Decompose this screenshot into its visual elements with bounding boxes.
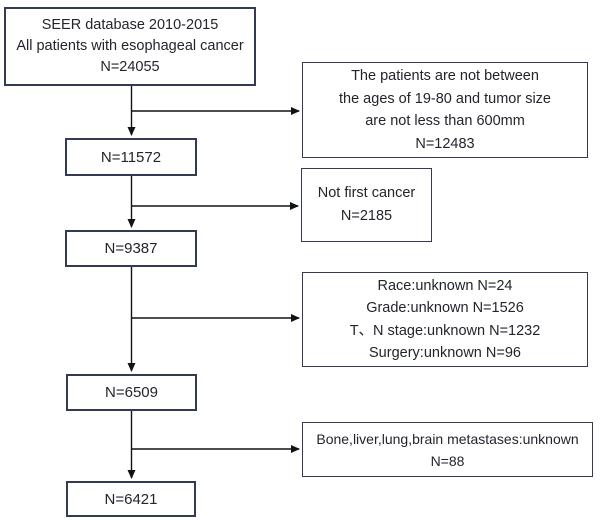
exclusion-box-metastases-unknown: Bone,liver,lung,brain metastases:unknown… — [302, 422, 593, 477]
box-text-line: N=6509 — [105, 384, 158, 401]
box-text-line: T、N stage:unknown N=1232 — [349, 322, 541, 339]
box-text-line: Not first cancer — [317, 185, 416, 201]
box-text-line: the ages of 19-80 and tumor size — [339, 90, 551, 107]
exclusion-box-not-first-cancer: Not first cancer N=2185 — [301, 168, 432, 242]
box-text-line: SEER database 2010-2015 — [41, 17, 219, 33]
box-text-line: Bone,liver,lung,brain metastases:unknown — [316, 430, 579, 447]
box-text-line: are not less than 600mm — [365, 113, 525, 129]
box-text-line: The patients are not between — [351, 68, 539, 84]
exclusion-box-age-tumor-size: The patients are not between the ages of… — [302, 62, 588, 158]
box-text-line: Grade:unknown N=1526 — [366, 300, 524, 316]
flow-box-n6421: N=6421 — [66, 481, 196, 517]
exclusion-box-unknown-variables: Race:unknown N=24 Grade:unknown N=1526 T… — [302, 272, 588, 367]
box-text-line: N=2185 — [340, 208, 393, 224]
flow-box-n11572: N=11572 — [65, 138, 197, 176]
flow-box-n9387: N=9387 — [65, 230, 197, 267]
box-text-line: All patients with esophageal cancer — [16, 38, 244, 54]
box-text-line: N=9387 — [104, 240, 158, 257]
box-text-line: N=12483 — [415, 135, 475, 152]
box-text-line: Race:unknown N=24 — [377, 277, 513, 294]
box-text-line: N=88 — [430, 452, 465, 469]
flow-box-n6509: N=6509 — [66, 374, 197, 411]
box-text-line: N=11572 — [100, 148, 162, 166]
box-text-line: Surgery:unknown N=96 — [369, 345, 521, 361]
box-text-line: N=6421 — [104, 490, 158, 508]
flow-box-seer-database: SEER database 2010-2015 All patients wit… — [4, 7, 256, 86]
box-text-line: N=24055 — [100, 59, 160, 75]
